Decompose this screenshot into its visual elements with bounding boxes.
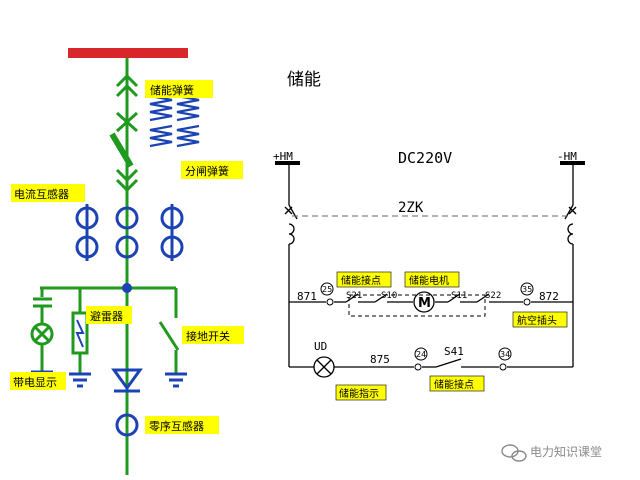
svg-text:储能接点: 储能接点 — [341, 274, 381, 287]
contact-s41: S41 — [444, 345, 464, 358]
svg-text:避雷器: 避雷器 — [90, 309, 123, 323]
breaker-blade — [109, 132, 134, 168]
terminal-872: 872 — [539, 290, 559, 303]
label-earthing-switch: 接地开关 — [182, 326, 244, 344]
terminal-24-icon — [414, 347, 428, 361]
svg-text:零序互感器: 零序互感器 — [149, 419, 204, 433]
svg-text:接地开关: 接地开关 — [186, 329, 230, 343]
label-energy-contact-top: 储能接点 — [336, 271, 392, 288]
svg-text:25: 25 — [322, 285, 332, 294]
opening-spring-icon — [176, 90, 200, 148]
svg-text:储能接点: 储能接点 — [434, 378, 474, 391]
cable-end-triangle — [111, 368, 143, 391]
breaker-label: 2ZK — [398, 200, 424, 216]
earthing-switch-branch — [158, 288, 180, 374]
label-current-transformer: 电流互感器 — [11, 184, 85, 202]
terminal-35-icon — [520, 282, 534, 296]
contact-s10: S10 — [381, 291, 397, 301]
svg-text:24: 24 — [416, 350, 426, 359]
contact-s11: S11 — [451, 291, 467, 301]
upper-isolating-contact — [115, 73, 139, 133]
lamp-ud: UD — [314, 340, 327, 353]
motor-symbol: M — [418, 296, 431, 311]
svg-text:储能指示: 储能指示 — [339, 387, 379, 400]
svg-text:35: 35 — [522, 285, 532, 294]
lower-isolating-contact — [115, 168, 139, 193]
terminal-875: 875 — [370, 353, 390, 366]
contact-s22: S22 — [485, 291, 501, 301]
current-transformers — [75, 204, 184, 261]
watermark: 电力知识课堂 — [501, 444, 602, 462]
svg-text:储能电机: 储能电机 — [409, 274, 449, 287]
terminal-34-icon — [498, 347, 512, 361]
motor-contacts-dashed-box — [348, 294, 486, 317]
label-opening-spring: 分闸弹簧 — [181, 161, 243, 179]
pos-terminal-label: +HM — [273, 150, 293, 163]
svg-text:储能弹簧: 储能弹簧 — [150, 83, 194, 97]
live-indicator-branch — [30, 288, 54, 372]
label-energy-contact-bottom: 储能接点 — [429, 375, 485, 392]
chat-bubble-icon — [501, 444, 527, 462]
circuit-title: 储能 — [287, 70, 321, 90]
energy-storage-circuit: 储能 +HM -HM DC220V 2ZK — [273, 70, 585, 401]
surge-arrester-arrow — [75, 319, 85, 348]
single-line-diagram: 储能弹簧 分闸弹簧 电流互感器 避雷器 接地开关 带电显示 零序互感器 — [10, 48, 244, 475]
contact-s21: S21 — [346, 291, 362, 301]
label-indicator: 储能指示 — [335, 384, 387, 401]
svg-text:分闸弹簧: 分闸弹簧 — [185, 164, 229, 178]
zero-sequence-ct — [115, 413, 139, 437]
energy-spring-icon — [149, 90, 173, 148]
terminal-871: 871 — [297, 290, 317, 303]
terminal-25-icon — [320, 282, 334, 296]
supply-voltage: DC220V — [398, 149, 452, 167]
busbar — [68, 48, 188, 58]
label-zero-sequence-ct: 零序互感器 — [145, 416, 219, 434]
svg-text:航空插头: 航空插头 — [517, 314, 557, 327]
svg-text:带电显示: 带电显示 — [13, 376, 57, 389]
label-energy-spring: 储能弹簧 — [145, 80, 213, 98]
svg-text:34: 34 — [500, 350, 510, 359]
junction-dot — [122, 283, 132, 293]
surge-arrester-branch — [71, 288, 89, 374]
neg-terminal-label: -HM — [557, 150, 577, 163]
label-live-indicator: 带电显示 — [10, 372, 66, 390]
label-surge-arrester: 避雷器 — [86, 306, 132, 324]
label-motor: 储能电机 — [404, 271, 460, 288]
svg-text:电力知识课堂: 电力知识课堂 — [530, 445, 602, 459]
svg-text:电流互感器: 电流互感器 — [14, 187, 69, 201]
label-aviation-plug: 航空插头 — [512, 311, 568, 328]
